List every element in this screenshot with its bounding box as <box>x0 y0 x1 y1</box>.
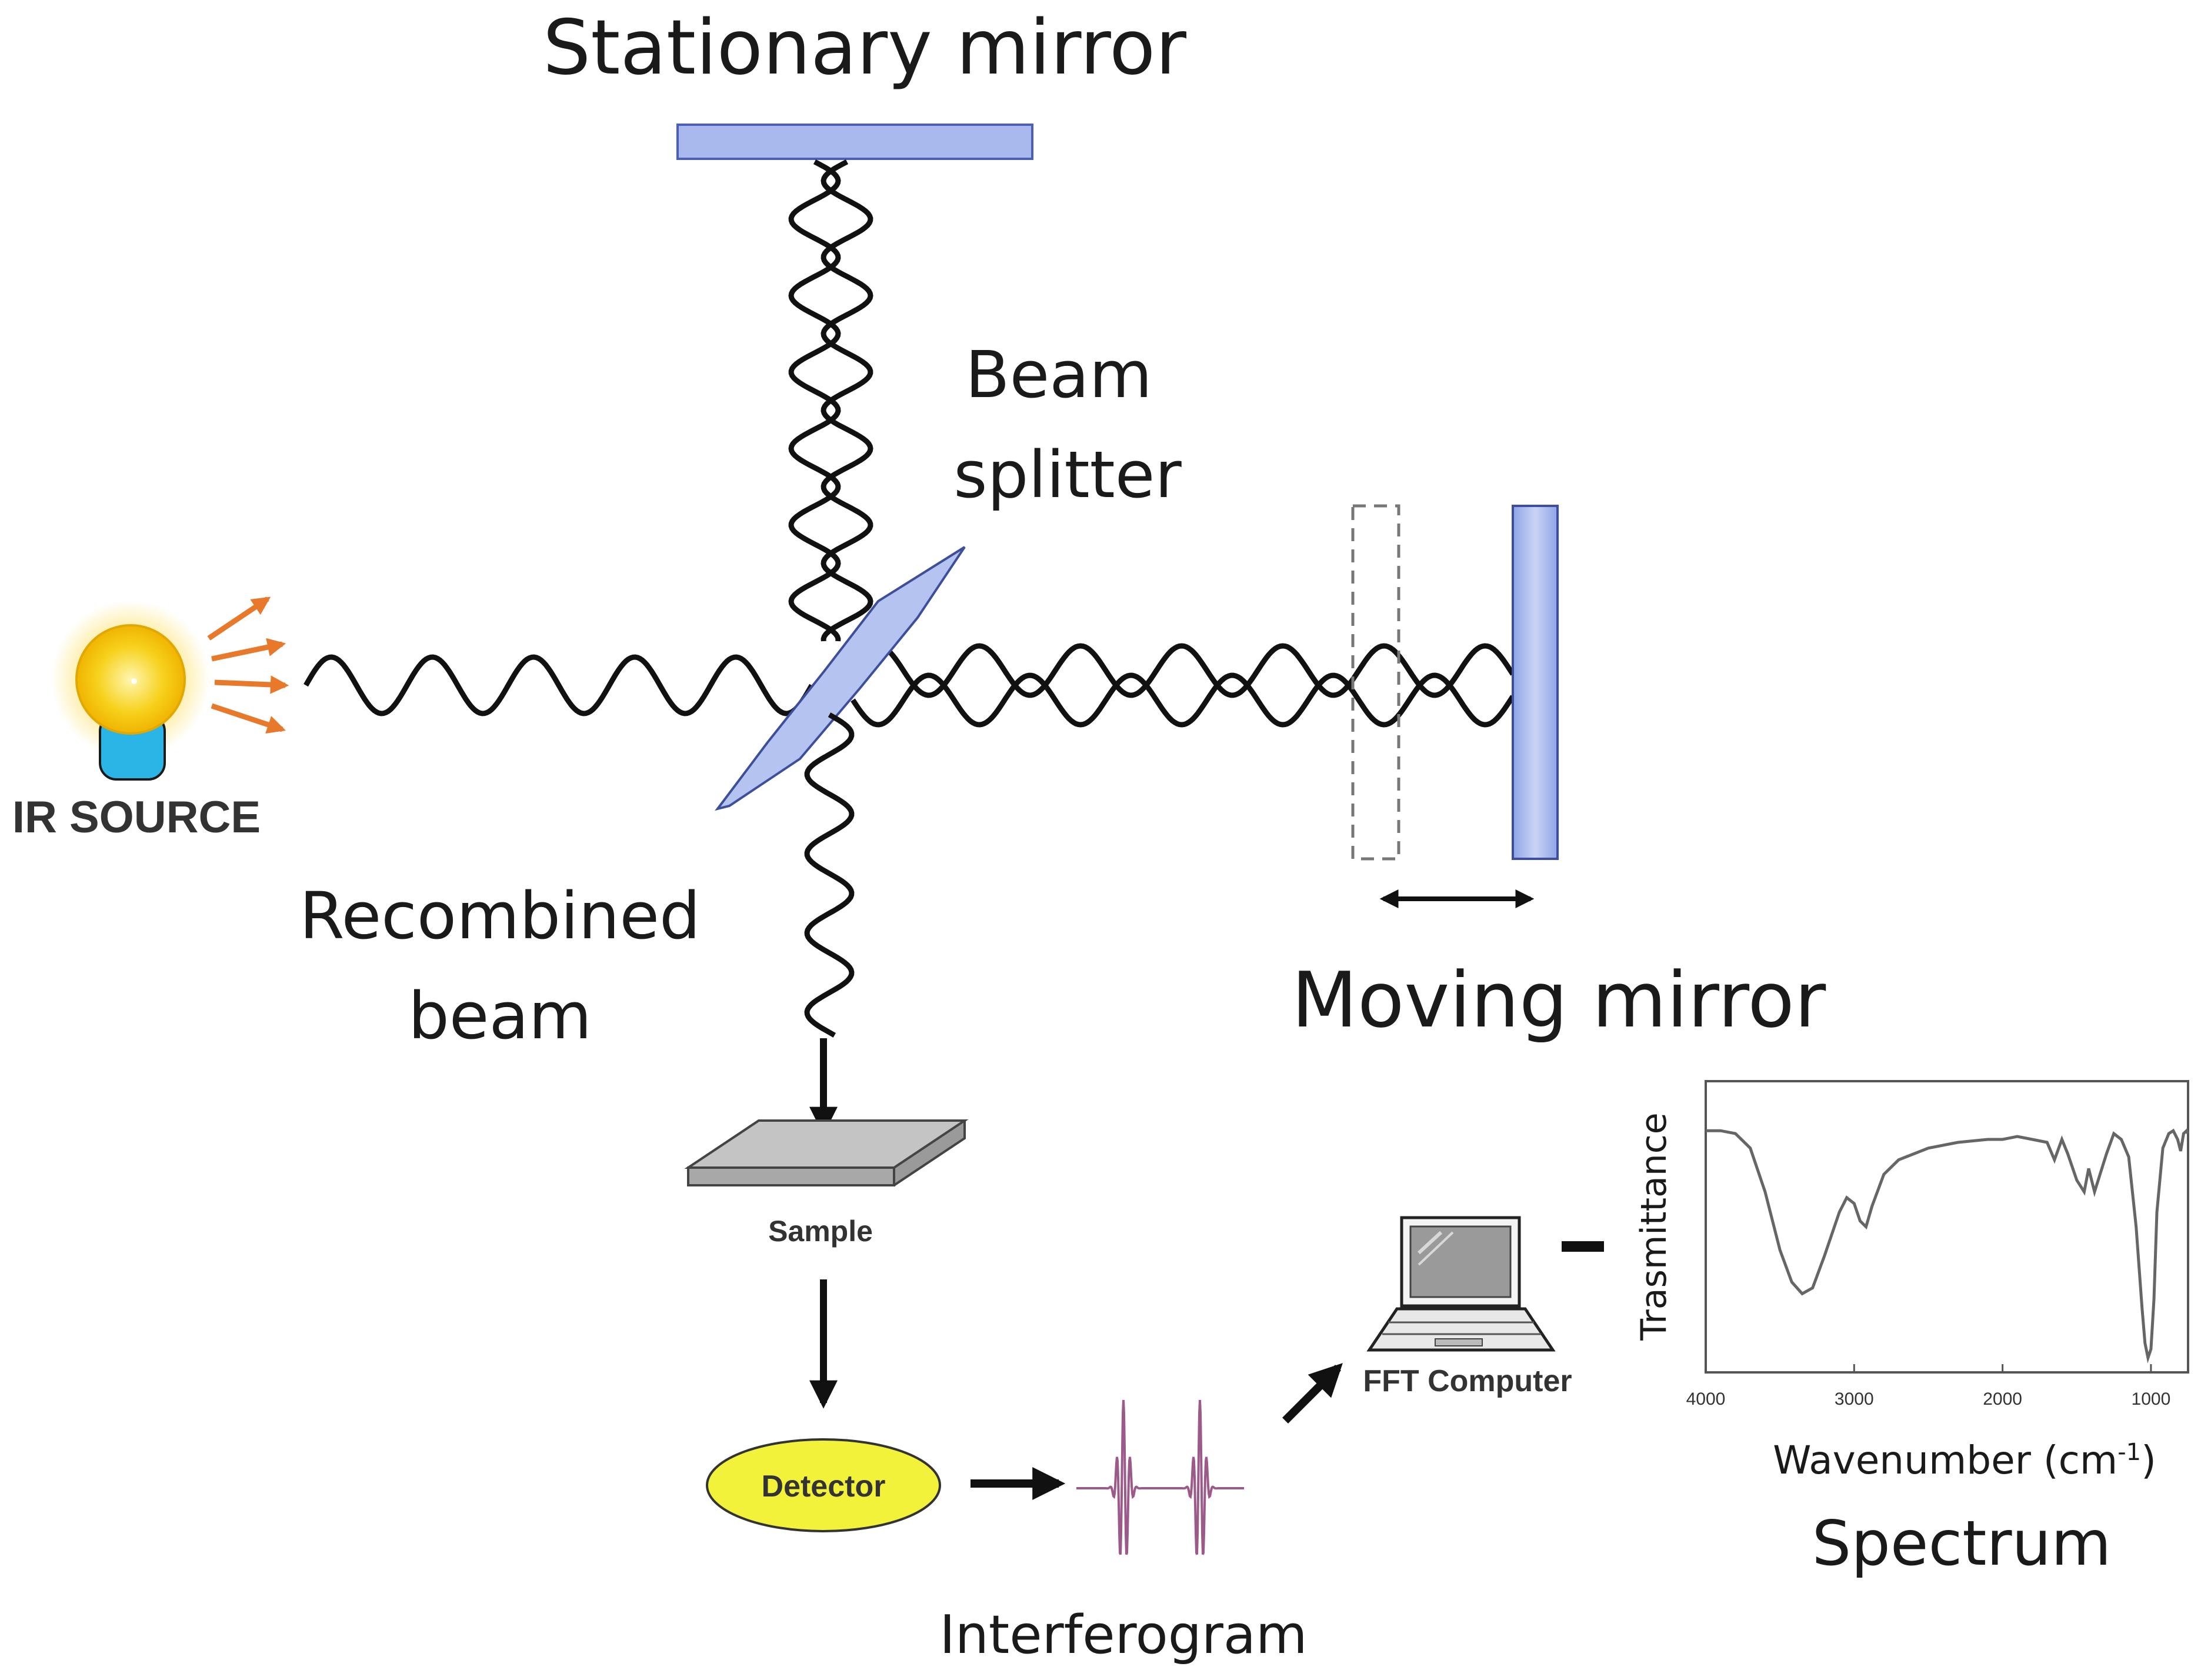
detector <box>706 1438 941 1532</box>
spectrum-chart: 4000 3000 2000 1000 Trasmittance Wavenumber… <box>1633 1080 2190 1579</box>
spectrum-title: Spectrum <box>1812 1508 2112 1579</box>
moving-mirror-ghost-position <box>1351 504 1400 861</box>
sample-plate <box>684 1119 969 1186</box>
recombined-beam <box>804 712 855 1038</box>
x-tick-label: 1000 <box>2132 1389 2171 1409</box>
split-wave-upper <box>851 643 1515 698</box>
stationary-mirror <box>676 124 1033 160</box>
x-tick-label: 2000 <box>1983 1389 2022 1409</box>
recombined-wave <box>804 712 855 1038</box>
laptop-icon <box>1366 1216 1556 1352</box>
beam-splitter-label-line2: splitter <box>953 437 1182 512</box>
moving-mirror <box>1512 505 1559 860</box>
spectrum-series-line <box>1706 1128 2190 1364</box>
beam-horizontal <box>304 643 1515 728</box>
connector-dash <box>1562 1241 1604 1252</box>
x-axis-ticks: 4000 3000 2000 1000 <box>1686 1364 2171 1409</box>
x-tick-label: 3000 <box>1835 1389 1874 1409</box>
x-tick-label: 4000 <box>1686 1389 1726 1409</box>
detector-label: Detector <box>762 1469 886 1504</box>
split-wave-lower <box>851 672 1515 728</box>
interferogram-label: Interferogram <box>939 1604 1307 1666</box>
sample-label: Sample <box>768 1215 873 1248</box>
arrow-to-computer-icon <box>1282 1363 1343 1424</box>
fft-computer-label: FFT Computer <box>1363 1364 1572 1398</box>
ir-rays-icon <box>207 596 289 734</box>
recombined-beam-label-line2: beam <box>408 978 592 1054</box>
x-axis-label: Wavenumber (cm-1) <box>1773 1438 2156 1483</box>
stationary-mirror-label: Stationary mirror <box>543 4 1186 92</box>
stationary-wave-right <box>821 159 873 642</box>
recombined-beam-label-line1: Recombined <box>299 878 701 954</box>
plot-frame <box>1705 1080 2189 1374</box>
incoming-wave <box>304 654 814 716</box>
y-axis-label: Trasmittance <box>1633 1112 1675 1341</box>
beam-splitter-label-line1: Beam <box>965 337 1152 412</box>
ir-source-label: IR SOURCE <box>12 792 261 842</box>
moving-mirror-label: Moving mirror <box>1292 955 1826 1045</box>
ir-source-icon <box>51 600 210 781</box>
interferogram-trace <box>1076 1399 1244 1555</box>
beam-splitter <box>715 546 966 811</box>
beam-to-stationary-mirror <box>788 159 873 642</box>
